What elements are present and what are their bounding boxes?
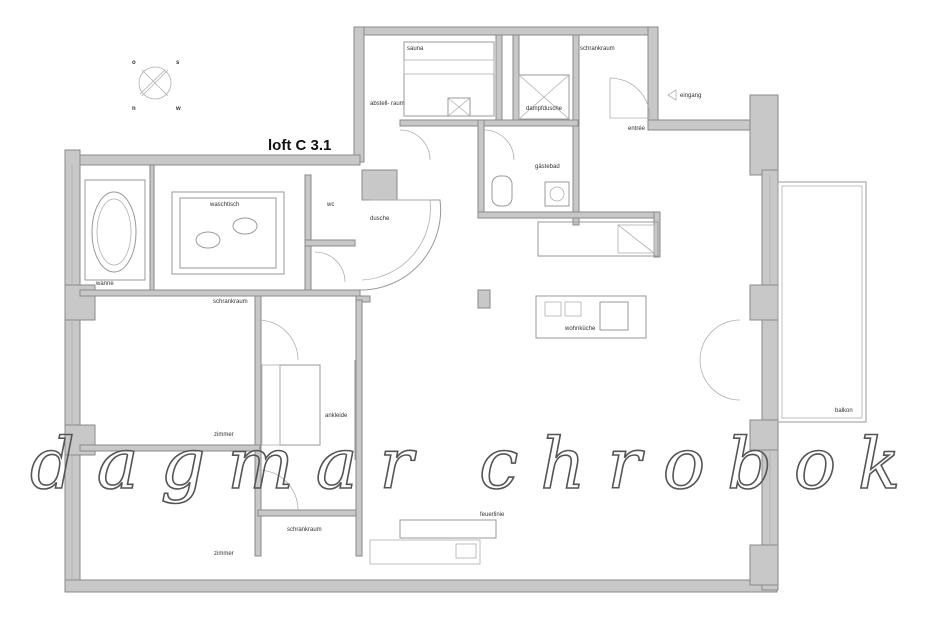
label-zimmer-1: zimmer: [214, 432, 234, 438]
watermark-signature: dagmar chrobok: [30, 423, 922, 505]
label-wanne: wanne: [95, 281, 114, 287]
plan-title: loft C 3.1: [268, 137, 331, 154]
walls: [64, 26, 867, 593]
label-gaestebad: gästebad: [535, 164, 560, 170]
fixtures: [71, 41, 771, 580]
label-schrankraum-top: schrankraum: [580, 46, 615, 52]
label-schrankraum-mid: schrankraum: [213, 299, 248, 305]
compass-w: w: [175, 106, 181, 112]
label-feuerlinie: feuerlinie: [480, 512, 505, 518]
label-entree: entrée: [628, 126, 646, 132]
label-dampfdusche: dampfdusche: [526, 106, 563, 112]
compass-o: o: [132, 60, 136, 66]
label-wc: wc: [326, 202, 334, 208]
compass-n: n: [132, 106, 136, 112]
label-waschtisch: waschtisch: [209, 202, 239, 208]
compass-icon: o s n w: [132, 60, 181, 112]
compass-s: s: [176, 60, 180, 66]
label-abstellraum: abstell- raum: [370, 101, 405, 107]
label-dusche: dusche: [370, 216, 390, 222]
label-wohnkueche: wohnküche: [564, 326, 596, 332]
label-schrankraum-bottom: schrankraum: [287, 527, 322, 533]
label-balkon: balkon: [835, 408, 853, 414]
label-zimmer-2: zimmer: [214, 551, 234, 557]
label-eingang: eingang: [680, 93, 701, 99]
label-sauna: sauna: [407, 46, 424, 52]
room-labels: sauna schrankraum eingang entrée abstell…: [95, 46, 853, 557]
label-ankleide: ankleide: [325, 413, 348, 419]
